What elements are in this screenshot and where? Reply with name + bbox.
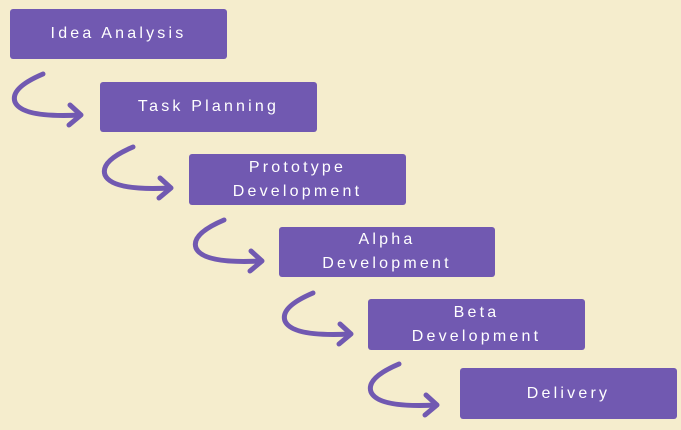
curved-arrow-icon — [101, 144, 174, 201]
step-task-planning: Task Planning — [100, 82, 317, 132]
step-label-line-1: Beta — [453, 303, 500, 321]
step-label-line-2: Development — [411, 327, 542, 345]
step-label: Task Planning — [137, 98, 280, 115]
curved-arrow-icon — [192, 217, 265, 274]
step-label-line-2: Development — [232, 182, 363, 200]
step-alpha-development: Alpha Development — [279, 227, 495, 277]
step-label-line-1: Prototype — [248, 158, 347, 176]
step-label-line-1: Alpha — [358, 231, 416, 248]
step-idea-analysis: Idea Analysis — [10, 9, 227, 59]
step-label-line-2: Development — [322, 255, 452, 272]
step-prototype-development: Prototype Development — [189, 154, 406, 205]
step-beta-development: Beta Development — [368, 299, 585, 350]
step-delivery: Delivery — [460, 368, 677, 419]
step-label: Idea Analysis — [50, 25, 187, 42]
curved-arrow-icon — [281, 290, 354, 347]
curved-arrow-icon — [367, 361, 440, 418]
step-label: Delivery — [526, 384, 611, 402]
curved-arrow-icon — [11, 71, 84, 128]
